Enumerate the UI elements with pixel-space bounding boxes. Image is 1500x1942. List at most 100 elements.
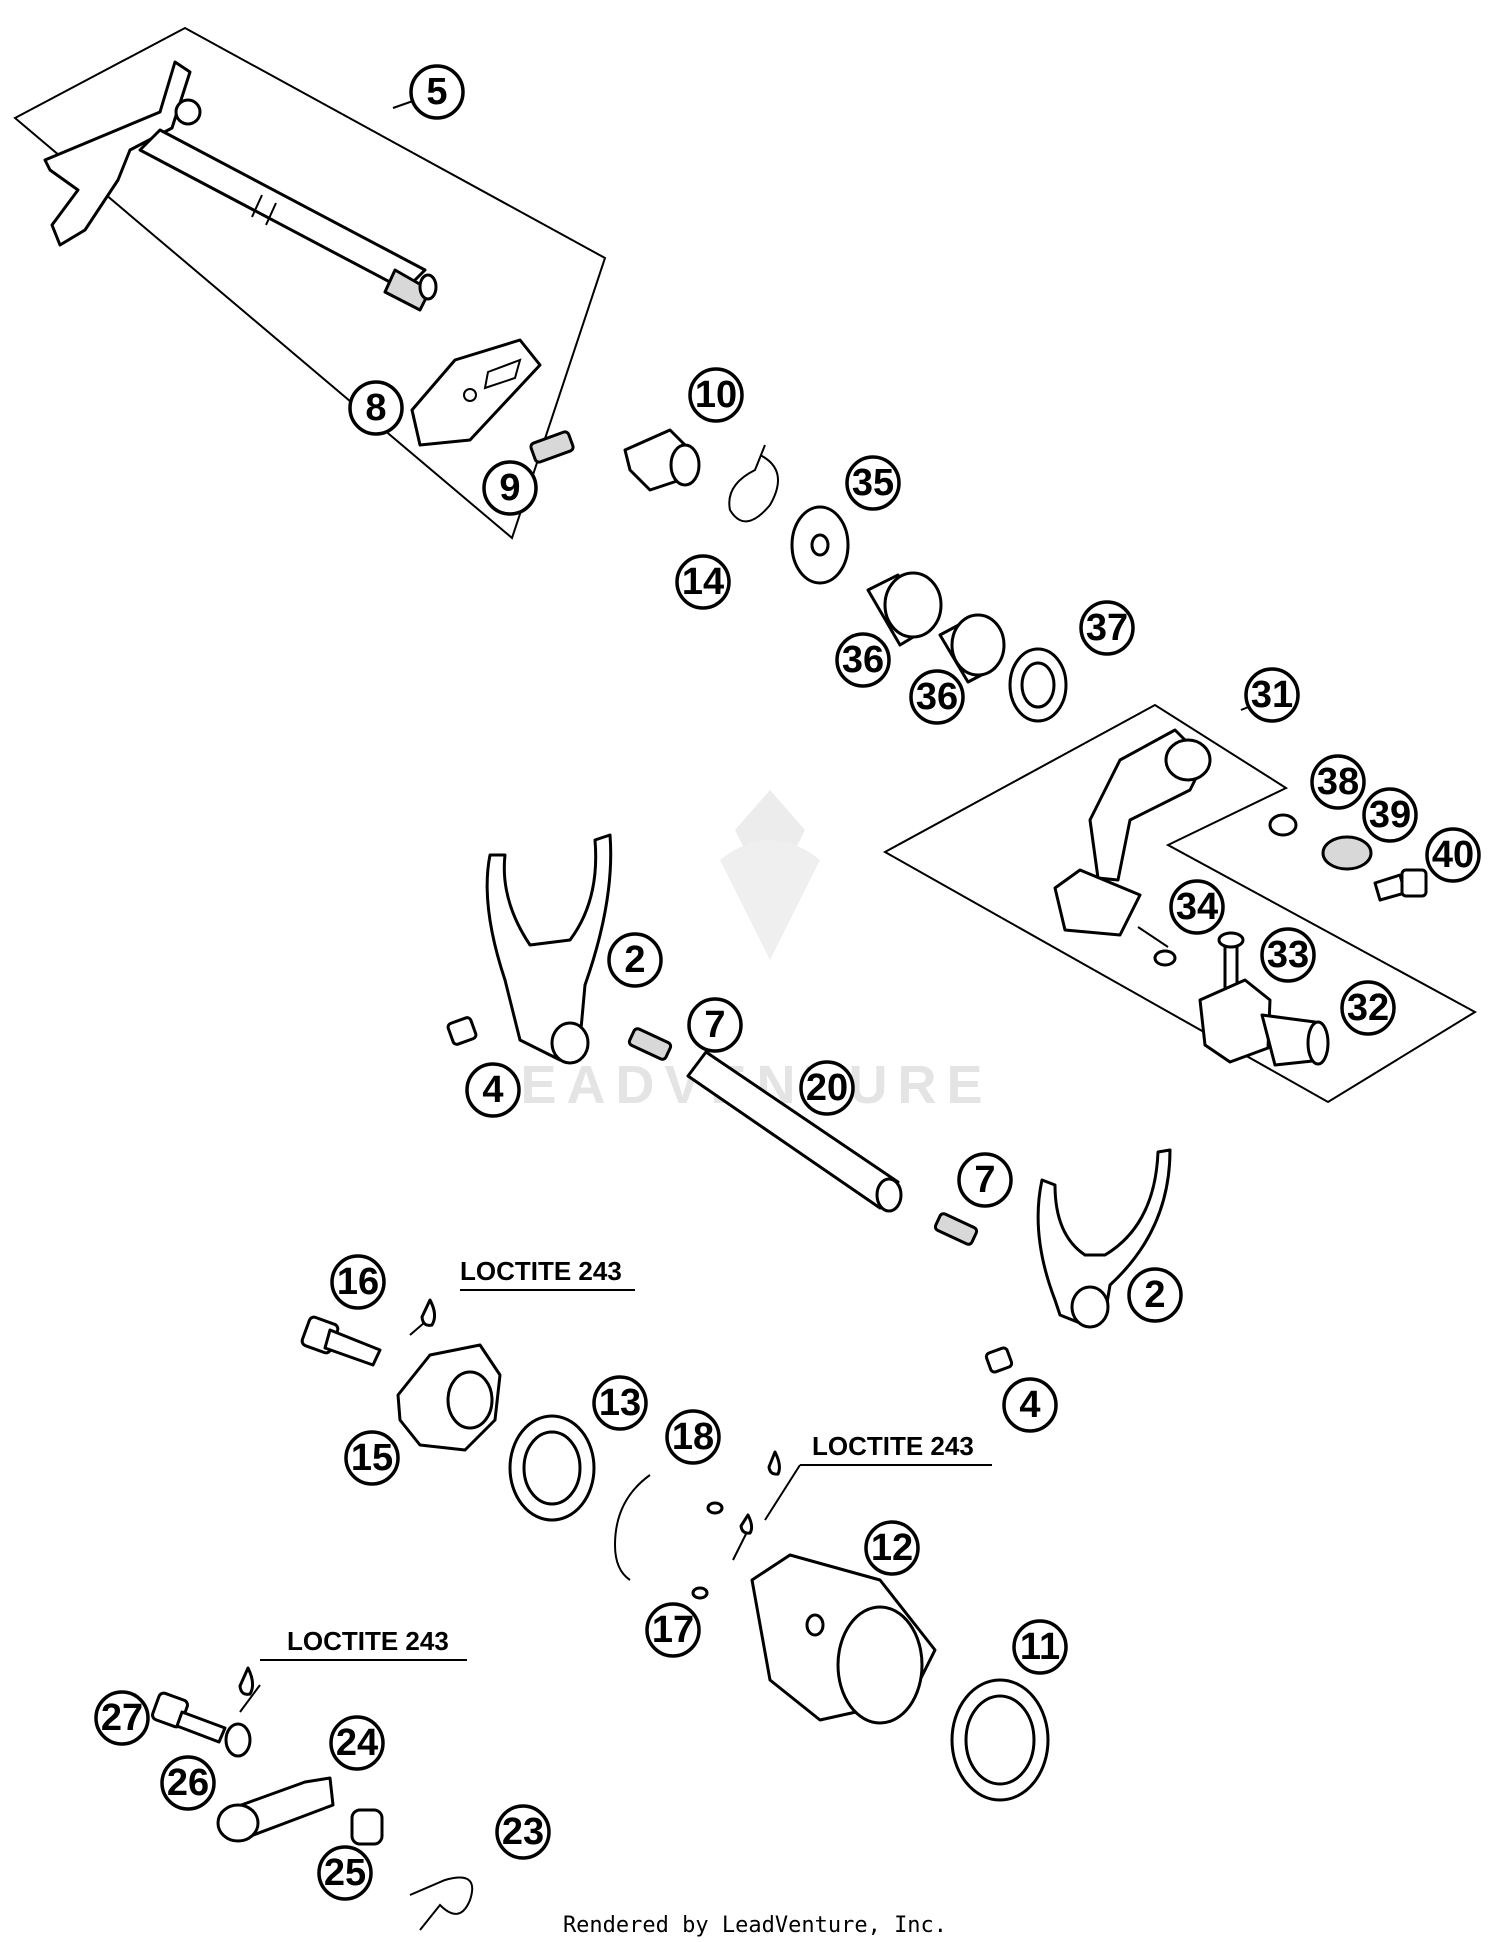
shift-lever-assembly-frame — [882, 703, 1477, 1104]
part-17-screw — [691, 1501, 754, 1600]
svg-text:24: 24 — [336, 1722, 378, 1764]
svg-text:32: 32 — [1347, 987, 1389, 1029]
svg-text:12: 12 — [871, 1527, 913, 1569]
part-15-shift-drum-segment — [396, 1343, 502, 1452]
part-40-bolt — [1373, 868, 1428, 902]
svg-text:27: 27 — [101, 1697, 143, 1739]
callout-27: 27 — [94, 1690, 150, 1746]
part-14-spring-wire — [728, 444, 779, 523]
loctite-note-2: LOCTITE 243 — [812, 1431, 974, 1461]
part-10-clip — [623, 428, 701, 492]
svg-text:18: 18 — [672, 1416, 714, 1458]
svg-text:23: 23 — [502, 1811, 544, 1853]
footer-credit: Rendered by LeadVenture, Inc. — [563, 1913, 947, 1938]
part-37-seal — [1008, 647, 1068, 723]
part-7-spring-2 — [933, 1212, 979, 1246]
callout-36: 36 — [835, 632, 891, 688]
part-38-washer — [1268, 813, 1298, 837]
svg-text:7: 7 — [704, 1004, 725, 1046]
part-8-plate — [410, 338, 542, 447]
svg-text:40: 40 — [1432, 834, 1474, 876]
svg-text:20: 20 — [806, 1067, 848, 1109]
part-34-ring — [1153, 949, 1177, 967]
part-26-washer — [224, 1722, 252, 1758]
callout-2: 2 — [607, 932, 663, 988]
part-4-pin — [446, 1016, 478, 1046]
callout-8: 8 — [348, 380, 404, 436]
svg-text:7: 7 — [974, 1159, 995, 1201]
svg-text:2: 2 — [624, 939, 645, 981]
callout-9: 9 — [482, 460, 538, 516]
svg-text:2: 2 — [1144, 1274, 1165, 1316]
callout-25: 25 — [317, 1845, 373, 1901]
callout-12: 12 — [864, 1520, 920, 1576]
part-2-shift-fork-2 — [1036, 1148, 1172, 1329]
part-32-peg — [1198, 978, 1330, 1067]
callout-11: 11 — [1012, 1619, 1068, 1675]
svg-text:37: 37 — [1086, 607, 1128, 649]
loctite-drop-2 — [767, 1450, 781, 1476]
callout-23: 23 — [495, 1804, 551, 1860]
callout-39: 39 — [1362, 787, 1418, 843]
callout-18: 18 — [665, 1409, 721, 1465]
part-23-spring — [409, 1876, 474, 1931]
part-39-lock-washer — [1321, 835, 1373, 871]
loctite-drop-3 — [238, 1666, 255, 1696]
part-25-bushing — [350, 1808, 384, 1846]
part-5-shift-shaft — [43, 60, 438, 312]
callout-26: 26 — [160, 1755, 216, 1811]
callouts: 5 8 9 10 14 35 36 36 37 31 38 39 40 34 3… — [94, 64, 1481, 1901]
callout-13: 13 — [592, 1375, 648, 1431]
part-4-pin-2 — [984, 1346, 1014, 1374]
callout-4: 4 — [465, 1062, 521, 1118]
part-36-bushing — [866, 571, 943, 647]
callout-38: 38 — [1310, 754, 1366, 810]
callout-15: 15 — [344, 1430, 400, 1486]
callout-36-2: 36 — [909, 669, 965, 725]
callout-31: 31 — [1244, 667, 1300, 723]
callout-20: 20 — [799, 1060, 855, 1116]
callout-40: 40 — [1425, 827, 1481, 883]
part-16-bolt — [300, 1315, 382, 1367]
svg-text:36: 36 — [916, 676, 958, 718]
shift-shaft-assembly-frame — [13, 26, 607, 540]
part-9-spring — [529, 430, 575, 464]
svg-text:11: 11 — [1020, 1626, 1060, 1668]
callout-4-2: 4 — [1002, 1377, 1058, 1433]
callout-7: 7 — [687, 997, 743, 1053]
part-27-bolt — [151, 1691, 227, 1744]
svg-text:17: 17 — [652, 1609, 694, 1651]
svg-text:35: 35 — [852, 462, 894, 504]
svg-text:25: 25 — [324, 1852, 366, 1894]
svg-text:13: 13 — [599, 1382, 641, 1424]
callout-37: 37 — [1079, 600, 1135, 656]
svg-text:36: 36 — [842, 639, 884, 681]
callout-10: 10 — [688, 367, 744, 423]
callout-2-2: 2 — [1127, 1267, 1183, 1323]
loctite-drop — [420, 1298, 437, 1327]
part-36-bushing-2 — [938, 613, 1006, 684]
callout-24: 24 — [329, 1715, 385, 1771]
part-24-locking-lever — [216, 1776, 335, 1843]
svg-text:4: 4 — [1019, 1384, 1040, 1426]
callout-17: 17 — [645, 1602, 701, 1658]
part-13-seal — [508, 1414, 596, 1522]
callout-35: 35 — [845, 455, 901, 511]
svg-text:33: 33 — [1267, 934, 1309, 976]
part-12-shift-drum — [750, 1553, 937, 1725]
callout-33: 33 — [1260, 927, 1316, 983]
svg-text:5: 5 — [426, 71, 447, 113]
svg-text:9: 9 — [499, 467, 520, 509]
part-11-seal — [950, 1678, 1050, 1802]
callout-14: 14 — [675, 554, 731, 610]
svg-text:39: 39 — [1369, 794, 1411, 836]
svg-text:34: 34 — [1176, 886, 1218, 928]
callout-16: 16 — [330, 1254, 386, 1310]
part-31-shift-lever — [1053, 728, 1212, 937]
svg-text:16: 16 — [337, 1261, 379, 1303]
callout-7-2: 7 — [957, 1152, 1013, 1208]
svg-text:26: 26 — [167, 1762, 209, 1804]
svg-text:8: 8 — [365, 387, 386, 429]
svg-text:10: 10 — [695, 374, 737, 416]
callout-34: 34 — [1169, 879, 1225, 935]
